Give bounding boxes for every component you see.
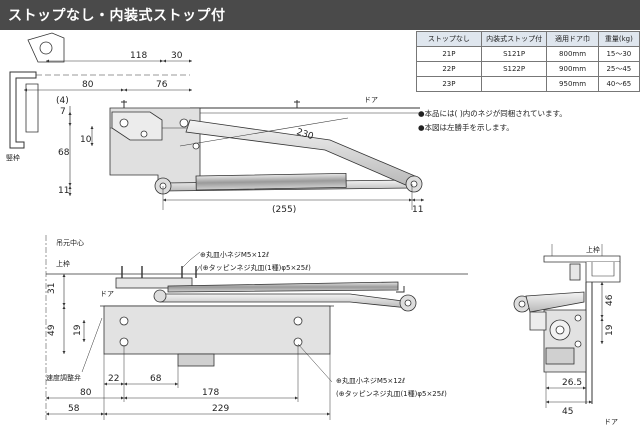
screw-note-bottom-2: (⊕タッピンネジ丸皿(1種)φ5×25ℓ) (336, 389, 447, 398)
label-door: ドア (100, 290, 114, 298)
dim-19: 19 (73, 324, 83, 336)
dim-4: (4) (56, 96, 69, 106)
label-door: ドア (364, 96, 378, 104)
header-bar: ストップなし・内装式ストップ付 (0, 0, 640, 30)
label-frame: 竪枠 (6, 153, 20, 162)
spec-col-inner-stop: 内装式ストップ付 (480, 31, 548, 47)
spec-col-no-stop: ストップなし (416, 31, 482, 47)
side-view-labels: 上枠 ドア 46 19 26.5 45 (562, 245, 618, 426)
dim-68: 68 (58, 148, 70, 158)
dim-76: 76 (156, 80, 168, 90)
note-item: ●本図は左勝手を示します。 (418, 123, 514, 132)
header-title: ストップなし・内装式ストップ付 (8, 8, 226, 24)
spec-table-row: 23P 950mm 40〜65 (416, 76, 640, 92)
dim-46: 46 (605, 294, 615, 306)
spec-cell: 40〜65 (597, 76, 640, 92)
dim-178: 178 (202, 388, 219, 398)
label-center: 吊元中心 (56, 238, 84, 247)
dim-80: 80 (80, 388, 92, 398)
dim-49: 49 (47, 324, 57, 336)
dim-255: (255) (272, 205, 296, 215)
note-item: ●本品には( )内のネジが同梱されています。 (418, 109, 567, 118)
dim-26-5: 26.5 (562, 378, 582, 388)
label-upper-frame: 上枠 (56, 259, 70, 268)
label-door: ドア (604, 418, 618, 426)
label-upper-frame: 上枠 (586, 245, 600, 254)
spec-col-door-width: 適用ドア巾 (546, 31, 599, 47)
dim-19: 19 (605, 324, 615, 336)
screw-note-top-1: ⊕丸皿小ネジM5×12ℓ (200, 250, 269, 259)
dim-10: 10 (80, 135, 92, 145)
dim-229: 229 (212, 404, 229, 414)
label-speed-valve: 速度調整弁 (46, 373, 81, 382)
top-view-labels: 118 30 80 76 (4) 7 10 68 11 230 (255) 11… (6, 51, 423, 215)
spec-table-header-row: ストップなし 内装式ストップ付 適用ドア巾 重量(kg) (416, 31, 640, 47)
dim-22: 22 (108, 374, 119, 384)
spec-cell: 23P (416, 76, 482, 92)
dim-45: 45 (562, 407, 573, 417)
dim-80: 80 (82, 80, 94, 90)
dim-11-right: 11 (412, 205, 423, 215)
dim-58: 58 (68, 404, 80, 414)
screw-note-bottom-1: ⊕丸皿小ネジM5×12ℓ (336, 376, 405, 385)
screw-note-top-2: (⊕タッピンネジ丸皿(1種)φ5×25ℓ) (200, 263, 311, 272)
dim-31: 31 (47, 283, 57, 294)
dim-11: 11 (58, 186, 69, 196)
dim-118: 118 (130, 51, 147, 61)
spec-cell: 950mm (546, 76, 599, 92)
spec-col-weight: 重量(kg) (597, 31, 640, 47)
spec-table: ストップなし 内装式ストップ付 適用ドア巾 重量(kg) 21P S121P 8… (416, 31, 640, 92)
top-view (9, 32, 424, 210)
dim-7: 7 (60, 107, 66, 117)
dim-30: 30 (171, 51, 183, 61)
side-view (513, 244, 621, 408)
front-view (45, 235, 468, 420)
dim-68: 68 (150, 374, 162, 384)
front-view-labels: 吊元中心 上枠 ドア ⊕丸皿小ネジM5×12ℓ (⊕タッピンネジ丸皿(1種)φ5… (46, 238, 447, 414)
notes: ●本品には( )内のネジが同梱されています。 ●本図は左勝手を示します。 (418, 107, 567, 135)
